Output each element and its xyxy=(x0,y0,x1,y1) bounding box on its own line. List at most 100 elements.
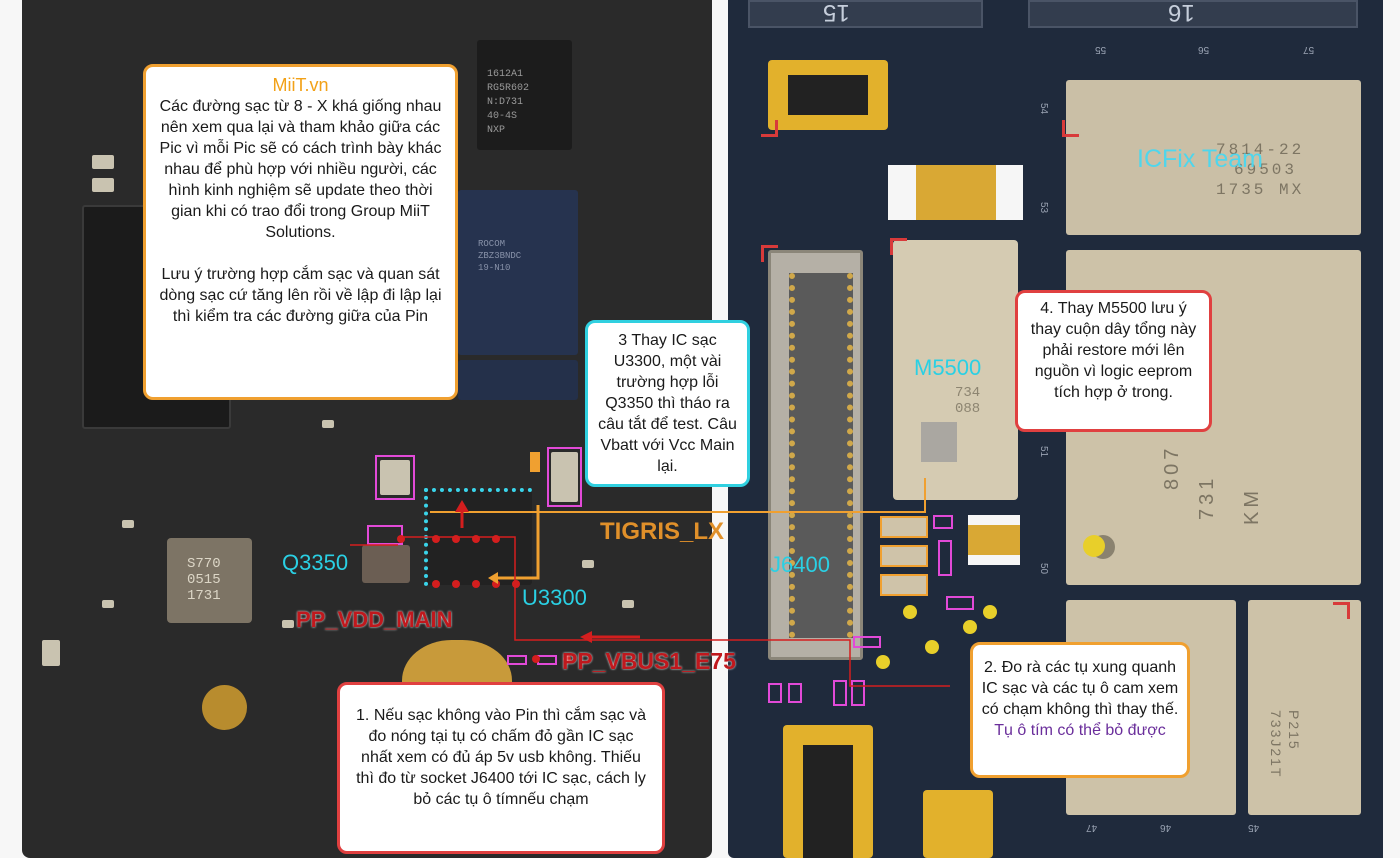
test-point-red xyxy=(472,535,480,543)
chip-text-line: RG5R602 xyxy=(487,83,530,94)
m5500-coil: 734 088 xyxy=(893,240,1018,500)
orange-trace-u3300 xyxy=(498,505,540,580)
orange-cap-marker xyxy=(530,452,540,472)
step1-text: 1. Nếu sạc không vào Pin thì cắm sạc và … xyxy=(356,707,646,808)
chip-text-line: 1735 MX xyxy=(1216,181,1305,199)
red-arrow-vbus-head xyxy=(580,631,592,643)
capacitor xyxy=(282,620,294,628)
step3-note: 3 Thay IC sạc U3300, một vài trường hợp … xyxy=(585,320,750,487)
capacitor xyxy=(551,452,578,502)
red-arrow-up-head xyxy=(455,500,469,512)
orange-capacitor-box xyxy=(880,545,928,567)
label-tigris-lx: TIGRIS_LX xyxy=(600,518,725,545)
memory-chip-lower xyxy=(458,360,578,400)
purple-capacitor-box xyxy=(788,683,802,703)
label-j6400: J6400 xyxy=(770,552,830,577)
corner-marker xyxy=(890,238,907,255)
chip-text-line: 1612A1 xyxy=(487,69,524,80)
nxp-chip: 1612A1 RG5R602 N:D731 40-4S NXP xyxy=(477,40,572,150)
gold-pad xyxy=(903,605,917,619)
test-point-red xyxy=(492,580,500,588)
purple-capacitor-box xyxy=(853,636,881,648)
chip-text-line: N:D731 xyxy=(487,97,524,108)
capacitor xyxy=(122,520,134,528)
purple-capacitor-box xyxy=(833,680,847,706)
purple-capacitor-box xyxy=(375,455,415,500)
gold-pad-small xyxy=(202,685,247,730)
white-component xyxy=(888,165,1023,220)
chip-text-line: 734 xyxy=(955,385,981,401)
label-icfix-team: ICFix Team xyxy=(1137,145,1263,173)
test-point-red xyxy=(432,580,440,588)
test-point-red xyxy=(452,535,460,543)
purple-capacitor-box xyxy=(938,540,952,576)
purple-capacitor-box xyxy=(946,596,974,610)
gold-pad xyxy=(983,605,997,619)
step2-purple-text: Tụ ô tím có thể bỏ được xyxy=(994,722,1166,739)
purple-capacitor-box xyxy=(851,680,865,706)
gold-pad xyxy=(963,620,977,634)
label-pp-vbus1-e75: PP_VBUS1_E75 xyxy=(562,648,736,674)
j6400-connector xyxy=(768,250,863,660)
purple-capacitor-box xyxy=(933,515,953,529)
orange-capacitor-box xyxy=(880,516,928,538)
gold-pad xyxy=(1083,535,1105,557)
red-trace xyxy=(398,536,770,641)
corner-marker xyxy=(1062,120,1079,137)
chip-text-line: 7814-22 xyxy=(1216,141,1305,159)
corner-marker xyxy=(1333,602,1350,619)
memory-chip: ROCOM ZBZ3BNDC 19-N10 xyxy=(458,190,578,355)
chip-text-line: ROCOM xyxy=(478,239,506,249)
purple-capacitor-box xyxy=(507,655,527,665)
capacitor xyxy=(92,155,114,169)
capacitor xyxy=(380,460,410,495)
intro-text-battery: Lưu ý trường hợp cắm sạc và quan sát dòn… xyxy=(159,266,442,325)
capacitor xyxy=(102,600,114,608)
chip-text-line: ZBZ3BNDC xyxy=(478,251,522,261)
gold-connector-inner xyxy=(788,75,868,115)
step4-text: 4. Thay M5500 lưu ý thay cuộn dây tổng n… xyxy=(1030,300,1197,401)
gold-connector-bottom-inner xyxy=(803,745,853,858)
chip-text-line: 088 xyxy=(955,401,981,417)
chip-text-line: 1731 xyxy=(187,588,221,604)
test-point-red xyxy=(492,535,500,543)
label-q3350: Q3350 xyxy=(282,550,349,575)
orange-arrow-head xyxy=(488,572,498,584)
capacitor xyxy=(42,640,60,666)
brand-name: MiiT.vn xyxy=(272,75,329,95)
chip-text-line: 19-N10 xyxy=(478,263,511,273)
test-point-red xyxy=(432,535,440,543)
step3-text: 3 Thay IC sạc U3300, một vài trường hợp … xyxy=(598,332,737,475)
step1-note: 1. Nếu sạc không vào Pin thì cắm sạc và … xyxy=(337,682,665,854)
label-pp-vdd-main: PP_VDD_MAIN xyxy=(296,607,453,632)
test-point-red xyxy=(397,535,405,543)
label-m5500: M5500 xyxy=(914,355,982,380)
test-point-red xyxy=(532,655,540,663)
step4-note: 4. Thay M5500 lưu ý thay cuộn dây tổng n… xyxy=(1015,290,1212,432)
orange-trace-tigris xyxy=(430,478,926,513)
s770-chip: S770 0515 1731 xyxy=(167,538,252,623)
j6400-inner xyxy=(789,273,853,638)
capacitor xyxy=(92,178,114,192)
capacitor xyxy=(322,420,334,428)
test-point-red xyxy=(563,655,571,663)
chip-text-line: 40-4S xyxy=(487,111,518,122)
white-component xyxy=(968,515,1020,565)
corner-marker xyxy=(761,120,778,137)
gold-cap xyxy=(916,165,996,220)
test-point-red xyxy=(452,580,460,588)
intro-note: MiiT.vn Các đường sạc từ 8 - X khá giống… xyxy=(143,64,458,400)
step2-text: 2. Đo rà các tụ xung quanh IC sạc và các… xyxy=(981,659,1179,718)
purple-capacitor-box xyxy=(768,683,782,703)
chip-text-line: S770 xyxy=(187,556,221,572)
gold-connector-bottom xyxy=(923,790,993,858)
chip-text-line: NXP xyxy=(487,125,506,136)
intro-text: Các đường sạc từ 8 - X khá giống nhau nê… xyxy=(159,98,442,241)
capacitor xyxy=(582,560,594,568)
orange-capacitor-box xyxy=(880,574,928,596)
step2-note: 2. Đo rà các tụ xung quanh IC sạc và các… xyxy=(970,642,1190,778)
gold-pad xyxy=(925,640,939,654)
test-point-red xyxy=(512,580,520,588)
top-connector-16 xyxy=(1028,0,1358,28)
